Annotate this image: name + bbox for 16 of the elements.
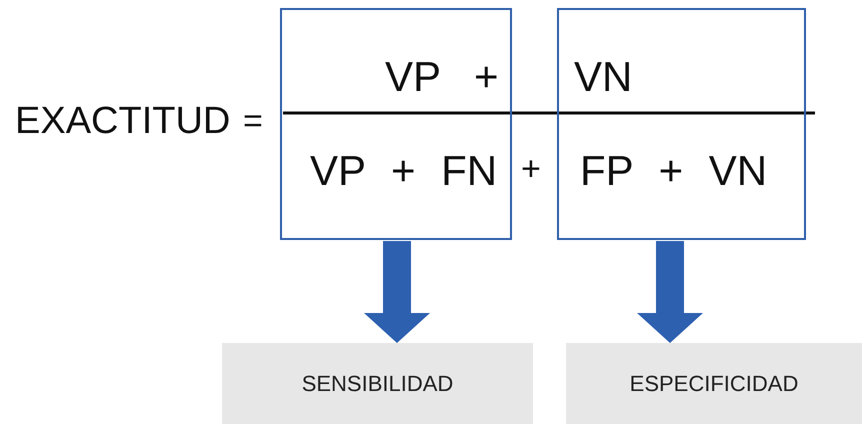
formula-label: EXACTITUD <box>15 102 230 140</box>
formula-term: FP + VN <box>580 150 768 192</box>
formula-label: = <box>243 104 263 138</box>
down-arrow <box>364 241 430 343</box>
result-box <box>566 343 862 424</box>
formula-term: VP + FN <box>310 150 498 192</box>
formula-term: + <box>474 56 499 98</box>
result-box <box>222 343 533 424</box>
result-label: ESPECIFICIDAD <box>630 370 798 396</box>
down-arrow <box>637 241 703 343</box>
result-label: SENSIBILIDAD <box>302 370 454 396</box>
formula-label: + <box>521 152 541 186</box>
formula-term: VP <box>385 56 442 98</box>
formula-box <box>280 8 512 240</box>
formula-box <box>557 8 806 240</box>
formula-term: VN <box>574 56 632 98</box>
